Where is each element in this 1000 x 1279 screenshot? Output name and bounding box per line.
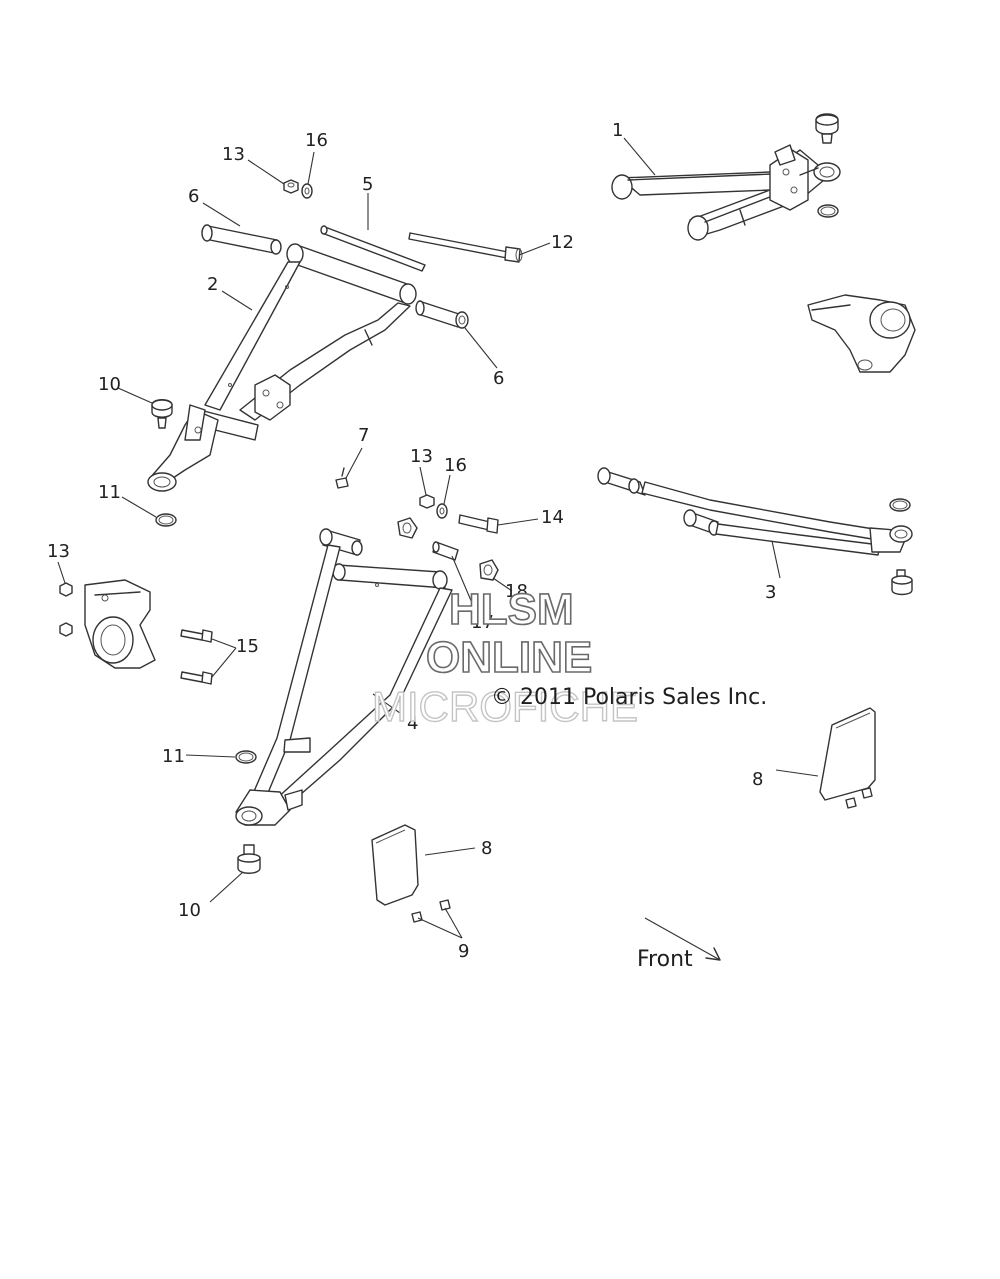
callout-13-upper: 13 — [222, 144, 245, 165]
guard-plate-8-lower — [371, 824, 419, 906]
ball-joint-10-upper — [151, 399, 173, 429]
callout-10-lower: 10 — [178, 900, 201, 921]
watermark-hlsm: HLSM — [448, 585, 574, 634]
washer-16-upper — [301, 183, 313, 199]
part-2-upper-left-a-arm — [147, 243, 417, 492]
callout-16-upper: 16 — [305, 130, 328, 151]
callout-11-lower: 11 — [162, 746, 185, 767]
callout-3: 3 — [765, 582, 777, 603]
shaft-5 — [320, 225, 426, 272]
callout-6-upper: 6 — [188, 186, 200, 207]
screw-9-b — [411, 911, 423, 923]
bolt-15-b — [180, 671, 213, 685]
watermark-online: ONLINE — [425, 633, 593, 682]
callout-5: 5 — [362, 174, 374, 195]
guard-plate-8-right — [819, 707, 876, 801]
callout-14: 14 — [541, 507, 564, 528]
watermark-microfiche: MICROFICHE — [371, 683, 638, 730]
ball-joint-top-right — [815, 113, 839, 144]
part-1-upper-right-a-arm — [611, 144, 841, 241]
callout-6-right: 6 — [493, 368, 505, 389]
copyright-notice: © 2011 Polaris Sales Inc. — [491, 685, 768, 710]
callout-15: 15 — [236, 636, 259, 657]
callout-4: 4 — [407, 713, 419, 734]
callout-18: 18 — [505, 581, 528, 602]
part-4-lower-left-a-arm — [235, 528, 453, 826]
callout-12: 12 — [551, 232, 574, 253]
bushing-6-right — [415, 300, 469, 329]
callout-7: 7 — [358, 425, 370, 446]
nut-13-left-b — [59, 622, 73, 637]
sleeve-17 — [432, 541, 459, 561]
callout-2: 2 — [207, 274, 219, 295]
callout-9: 9 — [458, 941, 470, 962]
callout-13-middle: 13 — [410, 446, 433, 467]
washer-16-middle — [436, 503, 448, 519]
steering-knuckle-left — [84, 579, 156, 669]
callout-8-right: 8 — [752, 769, 764, 790]
screw-8-right-a — [861, 787, 873, 799]
screw-8-right-b — [845, 797, 857, 809]
screw-9-a — [439, 899, 451, 911]
leader-lines — [57, 137, 819, 939]
front-direction-label: Front — [637, 947, 693, 972]
bushing-near-arm-4 — [397, 517, 418, 539]
bolt-15-a — [180, 629, 213, 643]
bolt-12 — [408, 232, 523, 263]
nut-13-left-a — [59, 582, 73, 597]
part-3-lower-right-a-arm — [597, 467, 913, 556]
steering-knuckle-right — [807, 294, 916, 373]
callout-13-left: 13 — [47, 541, 70, 562]
callout-16-middle: 16 — [444, 455, 467, 476]
nut-13-upper — [283, 179, 299, 194]
bushing-18 — [479, 559, 499, 581]
callout-10-upper: 10 — [98, 374, 121, 395]
callout-11-upper: 11 — [98, 482, 121, 503]
bolt-7 — [335, 467, 349, 489]
nut-13-middle — [419, 494, 435, 509]
bushing-6-upper — [201, 224, 282, 255]
callout-17: 17 — [471, 612, 494, 633]
callout-1: 1 — [612, 120, 624, 141]
front-arrow — [644, 917, 721, 961]
ball-joint-10-lower — [237, 844, 261, 874]
bolt-14 — [458, 514, 499, 534]
callout-8-lower: 8 — [481, 838, 493, 859]
ball-joint-right-lower — [891, 569, 913, 596]
